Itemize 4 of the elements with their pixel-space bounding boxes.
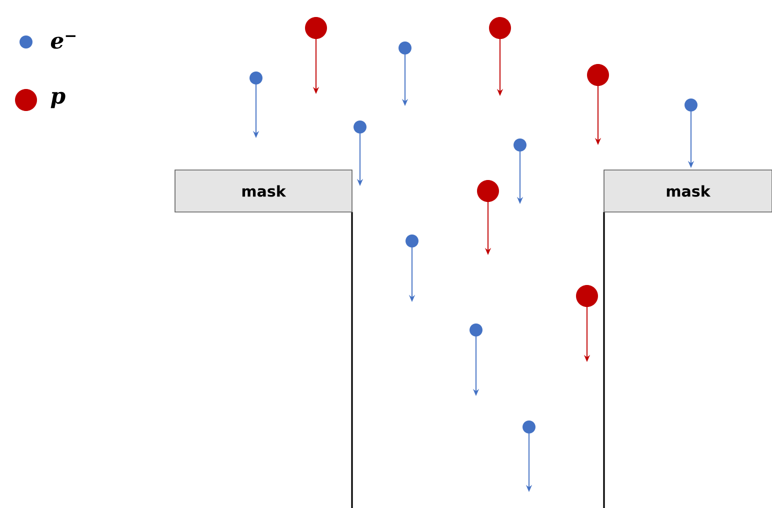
mask-box: mask [174, 170, 352, 212]
legend-label: e$^{−}$ [50, 35, 76, 49]
legend-label: p [50, 92, 66, 108]
mask-box: mask [604, 170, 772, 212]
